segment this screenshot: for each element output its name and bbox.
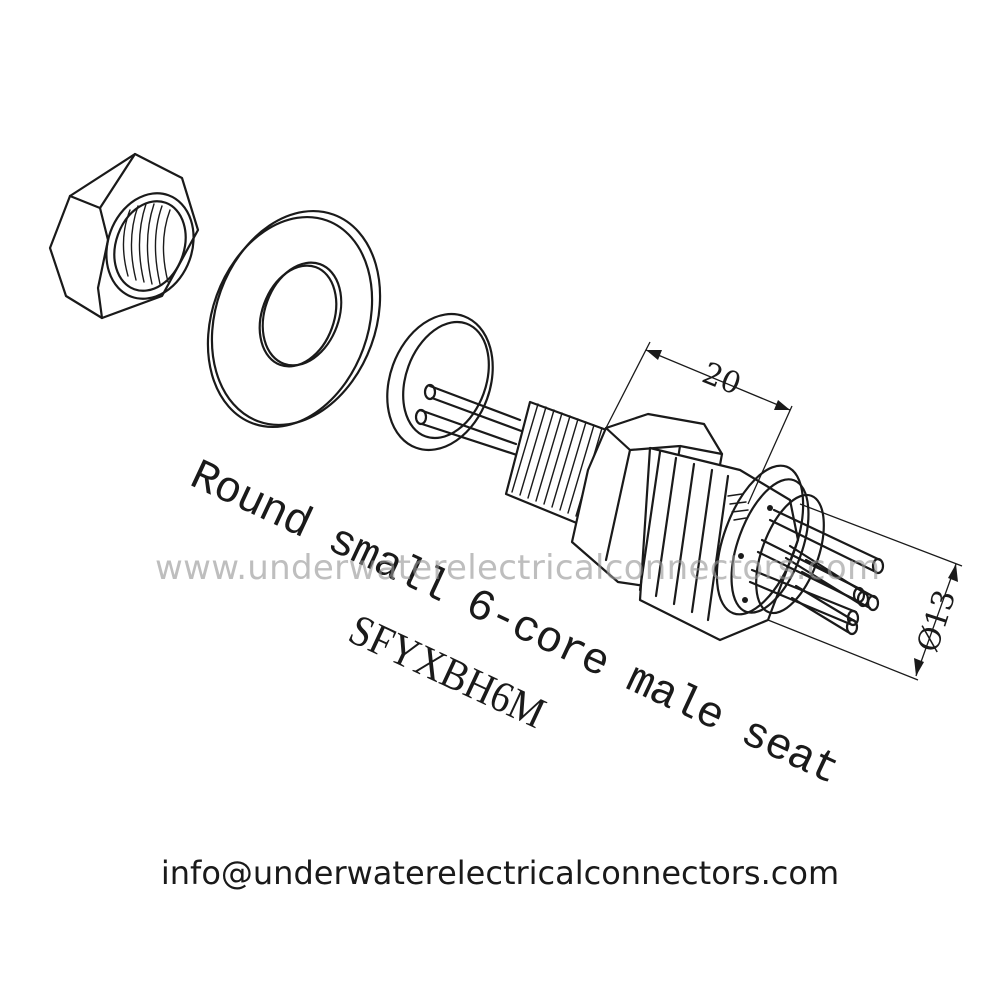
watermark-url: www.underwaterelectricalconnectors.com xyxy=(155,548,881,588)
front-pins xyxy=(748,508,885,636)
dimension-length-label: 20 xyxy=(697,356,746,403)
o-ring xyxy=(386,312,494,452)
connector-body xyxy=(504,400,825,642)
rear-pins xyxy=(414,383,526,458)
dimension-diameter-label: Ø13 xyxy=(911,586,964,657)
hex-nut xyxy=(48,152,200,320)
contact-email: info@underwaterelectricalconnectors.com xyxy=(160,854,840,892)
flat-washer xyxy=(206,209,382,429)
